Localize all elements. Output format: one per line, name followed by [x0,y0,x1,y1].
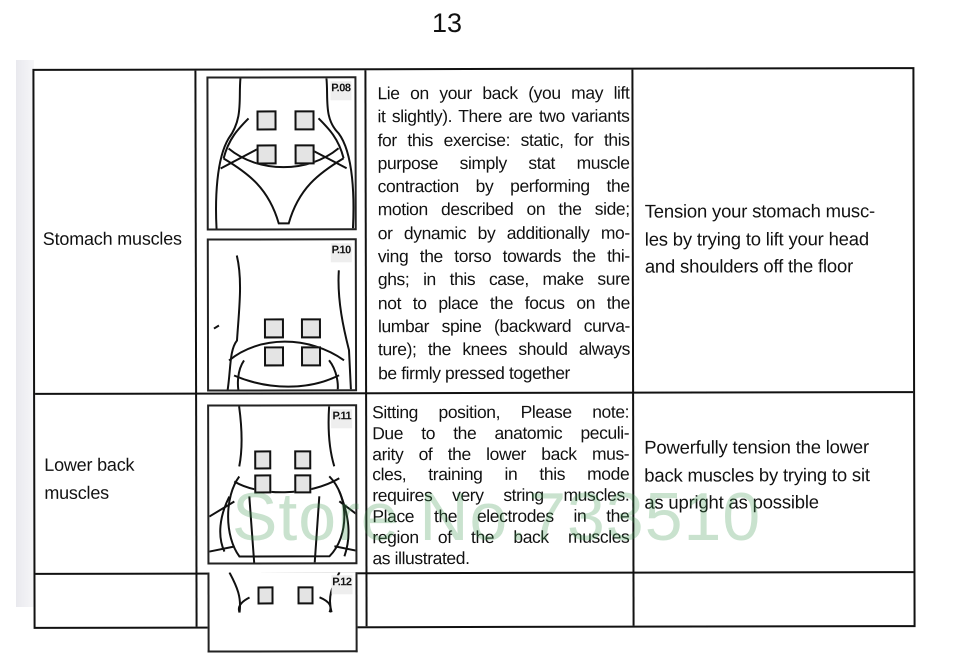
page-number: 13 [432,8,463,38]
electrode-pad [256,144,277,165]
electrode-diagram-p08: P.08 [206,76,357,231]
text-line: les by trying to lift your head [644,227,869,250]
electrode-pad [256,110,277,131]
electrode-pad [254,474,272,494]
text-line: Tension your stomach musc- [644,200,876,222]
text-line: it slightly). There are two variants [377,105,630,127]
text-line: motion described on the side; [377,199,630,220]
text-line: back muscles by trying to sit [644,463,870,486]
electrode-pad [294,110,315,131]
electrode-diagram-p11: P.11 [207,404,358,565]
electrode-pad [294,450,312,470]
electrode-pad [294,144,315,165]
text-line: requires very string muscles. [372,484,630,506]
muscle-label-stomach: Stomach muscles [42,228,182,249]
electrode-pad [294,474,312,494]
text-line: lumbar spine (backward curva- [377,315,630,337]
diagram-tag: P.08 [330,81,352,101]
text-line: not to place the focus on the [377,292,630,313]
text-line: as upright as possible [644,491,819,513]
description-stomach: Lie on your back (you may lift it slight… [377,82,630,385]
text-line: Place the electrodes in the [372,505,630,527]
text-line: ghs; in this case, make sure [377,269,630,290]
text-line: ture); the knees should always [377,338,631,360]
text-line: cles, training in this mode [372,464,630,485]
muscle-label-lower-back: Lower back muscles [44,451,134,507]
page-edge-shadow [16,60,34,607]
text-line: or dynamic by additionally mo- [377,222,630,243]
text-line: muscles [44,482,109,503]
electrode-pad [300,318,321,339]
column-divider [194,70,198,627]
text-line: region of the back muscles [372,526,630,547]
column-divider [364,70,368,627]
text-line: purpose simply stat muscle [377,152,630,174]
exercise-table: Stomach muscles P.08 P.10 [32,67,916,653]
text-line: Lower back [44,454,135,475]
row-divider [35,391,914,395]
diagram-tag: P.10 [330,243,352,263]
text-line: and shoulders off the floor [644,255,854,277]
column-divider [631,69,635,626]
text-line: Powerfully tension the lower [644,436,869,458]
electrode-pad [300,346,322,367]
text-line: be firmly pressed together [378,362,570,383]
electrode-pad [254,450,272,470]
row-divider [35,571,914,575]
electrode-diagram-p10: P.10 [206,238,358,392]
diagram-tag: P.12 [331,575,353,595]
electrode-pad [257,586,274,605]
instruction-stomach: Tension your stomach musc- les by trying… [645,197,875,280]
instruction-lower-back: Powerfully tension the lower back muscle… [644,433,870,516]
text-line: Due to the anatomic peculi- [372,422,630,444]
text-line: ving the torso towards the thi- [377,245,630,267]
text-line: contraction by performing the [377,175,630,197]
text-line: arity of the lower back mus- [372,443,630,464]
electrode-pad [263,318,284,339]
text-line: as illustrated. [372,547,470,568]
electrode-pad [297,586,314,605]
text-line: Sitting position, Please note: [372,401,630,423]
electrode-diagram-p12: P.12 [207,572,358,653]
electrode-pad [263,346,285,367]
text-line: for this exercise: static, for this [377,129,630,150]
diagram-tag: P.11 [331,409,353,429]
text-line: Lie on your back (you may lift [377,82,630,104]
description-lower-back: Sitting position, Please note: Due to th… [372,402,629,569]
